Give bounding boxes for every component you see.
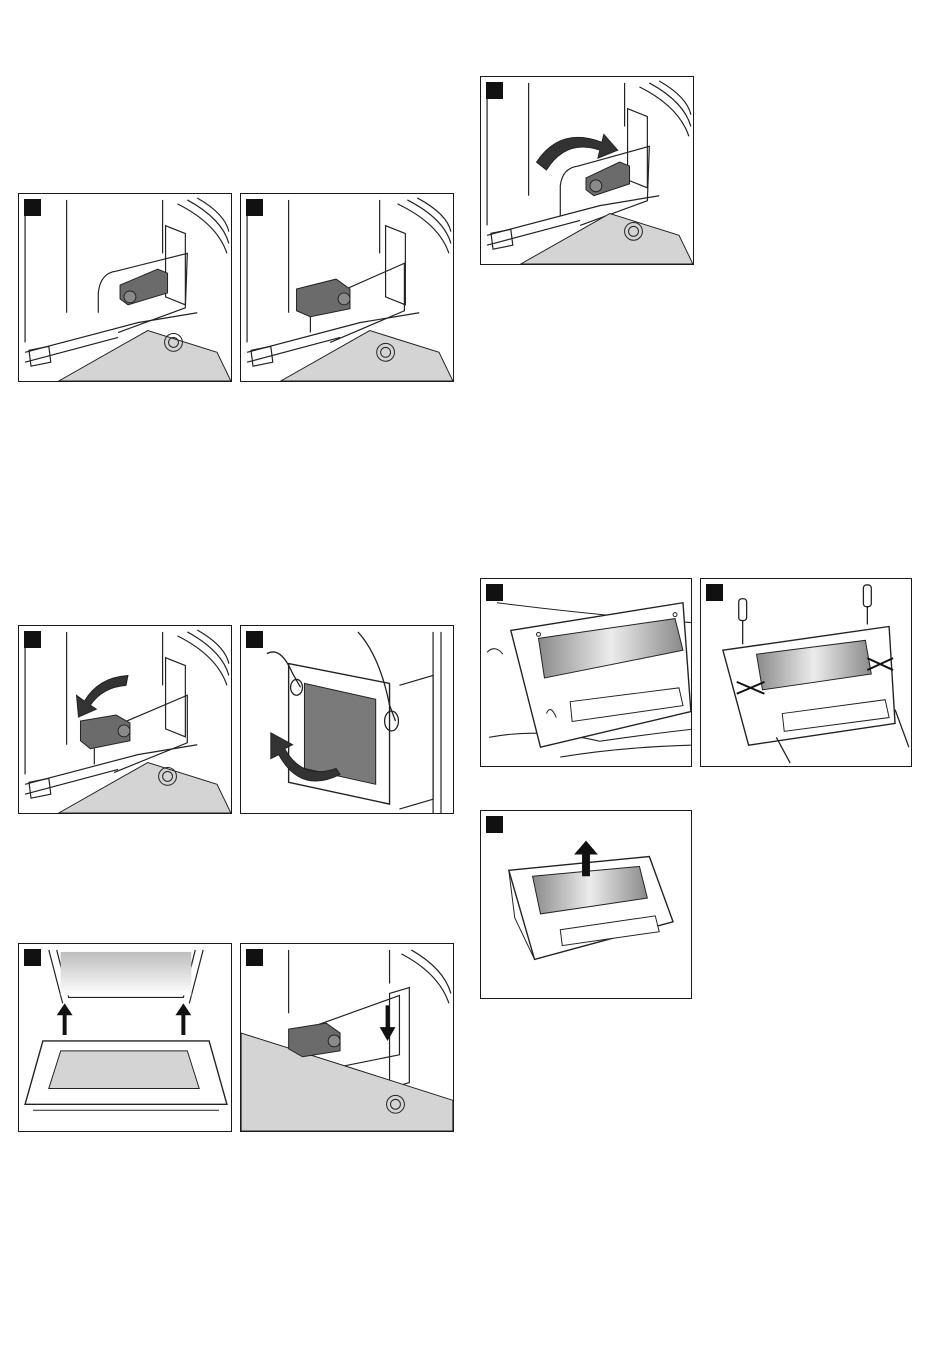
curved-arrow-icon xyxy=(537,134,618,170)
hinge-illustration xyxy=(19,194,231,381)
arrow-up-icon xyxy=(175,1003,191,1035)
hinge-lever-icon xyxy=(120,269,167,305)
curved-arrow-icon xyxy=(77,675,128,717)
figure-hinge-lever-fold-back xyxy=(480,76,694,265)
figure-door-refit xyxy=(18,943,232,1132)
step-marker xyxy=(486,584,503,601)
door-illustration xyxy=(701,579,911,766)
step-marker xyxy=(706,584,723,601)
hinge-illustration xyxy=(241,194,453,381)
step-marker xyxy=(246,631,263,648)
figure-door-lift-off xyxy=(240,625,454,814)
figure-hinge-lever-closed xyxy=(18,193,232,382)
step-marker xyxy=(486,82,503,99)
hinge-illustration xyxy=(481,77,693,264)
step-marker xyxy=(246,199,263,216)
figure-lift-cover xyxy=(480,810,692,999)
step-marker xyxy=(24,199,41,216)
step-marker xyxy=(486,816,503,833)
door-illustration xyxy=(19,944,231,1131)
hinge-illustration xyxy=(241,944,453,1131)
figure-hinge-lever-folded xyxy=(240,193,454,382)
door-illustration xyxy=(481,579,691,766)
step-marker xyxy=(24,631,41,648)
hinge-lever-icon xyxy=(289,1023,340,1057)
door-illustration xyxy=(241,626,453,813)
arrow-up-icon xyxy=(57,1003,73,1035)
hinge-lever-icon xyxy=(586,162,630,196)
step-marker xyxy=(24,949,41,966)
figure-unscrew-cover xyxy=(700,578,912,767)
figure-hinge-lever-fold-down xyxy=(18,625,232,814)
arrow-down-icon xyxy=(380,1005,396,1041)
hinge-illustration xyxy=(19,626,231,813)
hinge-lever-icon xyxy=(297,279,350,317)
door-illustration xyxy=(481,811,691,998)
figure-hinge-slot-insert xyxy=(240,943,454,1132)
figure-door-on-cloth xyxy=(480,578,692,767)
hinge-lever-icon xyxy=(80,715,129,749)
step-marker xyxy=(246,949,263,966)
